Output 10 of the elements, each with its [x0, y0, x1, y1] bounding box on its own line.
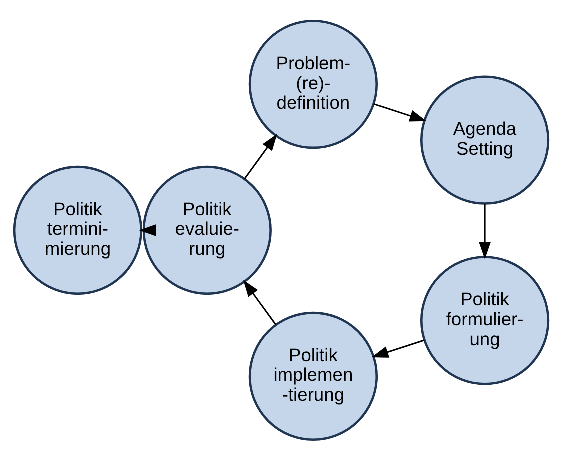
node-circle: Agenda Setting — [420, 76, 550, 205]
node-circle: Politik implemen -tierung — [248, 312, 378, 442]
arrow — [479, 204, 491, 260]
node-circle: Politik formulier- ung — [420, 256, 550, 386]
node-circle: Problem- (re)- definition — [248, 20, 378, 150]
arrow — [244, 134, 278, 180]
arrow — [374, 103, 427, 122]
arrow — [372, 340, 425, 358]
arrow — [139, 224, 156, 236]
arrow — [243, 280, 277, 326]
